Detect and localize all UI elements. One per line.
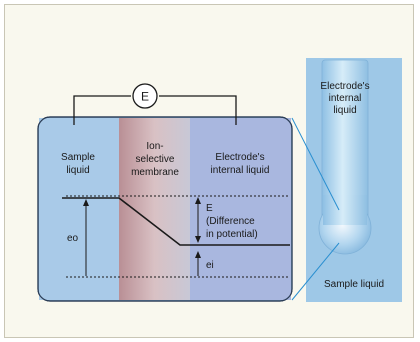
difference-e-label: E bbox=[206, 203, 213, 214]
eo-arrow bbox=[83, 199, 89, 276]
membrane-label-3: membrane bbox=[131, 167, 179, 178]
voltmeter-wire bbox=[73, 95, 237, 125]
voltmeter-label: E bbox=[141, 90, 149, 104]
electrode-internal-label-1: Electrode's bbox=[320, 81, 369, 92]
internal-liquid-label-2: internal liquid bbox=[211, 165, 270, 176]
sample-liquid-label-2: liquid bbox=[66, 165, 89, 176]
voltmeter-circle bbox=[132, 83, 158, 109]
ei-label: ei bbox=[206, 260, 214, 271]
electrode-neck bbox=[323, 195, 367, 225]
cell-box bbox=[37, 116, 293, 302]
sample-region bbox=[39, 118, 119, 300]
electrode-internal-label-2: internal bbox=[329, 93, 362, 104]
membrane-region bbox=[119, 118, 190, 300]
sample-liquid-label-1: Sample bbox=[61, 152, 95, 163]
difference-arrow bbox=[195, 197, 201, 243]
zoom-lines bbox=[291, 117, 340, 301]
internal-liquid-label-1: Electrode's bbox=[215, 152, 264, 163]
potential-profile-line bbox=[62, 197, 290, 246]
ei-arrow bbox=[195, 251, 201, 276]
electrode-internal-label-3: liquid bbox=[333, 105, 356, 116]
sample-liquid-right-label: Sample liquid bbox=[324, 279, 384, 290]
difference-label-2: in potential) bbox=[206, 229, 258, 240]
membrane-label-1: Ion- bbox=[146, 141, 163, 152]
difference-label-1: (Difference bbox=[206, 216, 255, 227]
membrane-label-2: selective bbox=[136, 154, 175, 165]
eo-label: eo bbox=[67, 233, 79, 244]
reference-lines bbox=[66, 195, 290, 278]
internal-region bbox=[190, 118, 291, 300]
